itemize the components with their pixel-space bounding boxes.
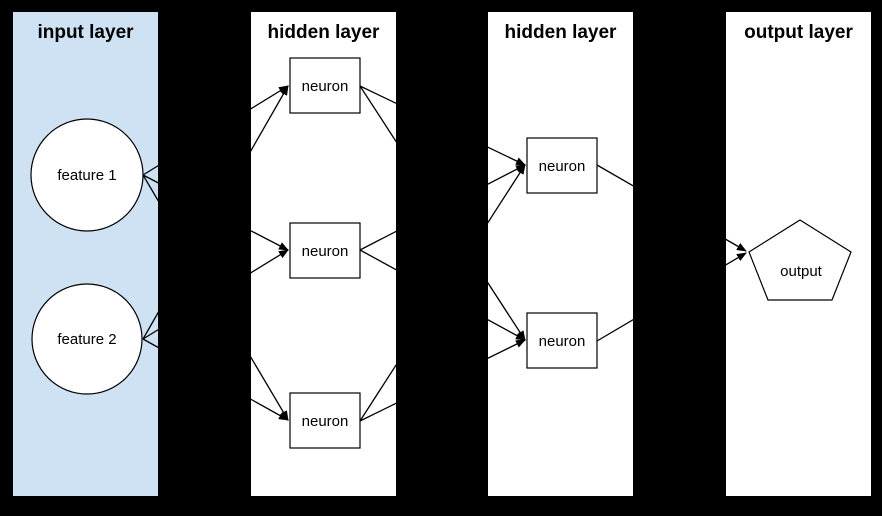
node-label-h1-neuron-2: neuron [302,243,349,260]
edge-feature-1-to-h1-neuron-1 [142,85,289,176]
node-feature-1 [30,118,144,232]
edge-feature-1-to-h1-neuron-3 [142,174,289,421]
edge-h2-neuron-1-to-output [596,164,747,252]
output-layer-title: output layer [744,22,853,43]
edge-h1-neuron-3-to-h2-neuron-1 [359,164,526,422]
edge-h1-neuron-2-to-h2-neuron-2 [359,249,526,341]
edge-h2-neuron-2-to-output [596,252,747,342]
input-layer-title: input layer [37,22,134,43]
edge-feature-2-to-h1-neuron-1 [142,85,289,340]
edge-h1-neuron-2-to-h2-neuron-1 [359,164,526,251]
node-label-h1-neuron-3: neuron [302,413,349,430]
hidden-layer-2-panel [488,12,633,496]
edge-feature-2-to-h1-neuron-3 [142,338,289,421]
node-h2-neuron-2 [526,312,598,369]
node-h2-neuron-1 [526,137,598,194]
hidden-layer-2-title: hidden layer [505,22,618,43]
node-label-h1-neuron-1: neuron [302,78,349,95]
node-feature-2 [31,283,143,395]
hidden-layer-1-title: hidden layer [268,22,381,43]
edge-feature-2-to-h1-neuron-2 [142,249,289,340]
node-label-output: output [780,263,823,280]
edge-h1-neuron-1-to-h2-neuron-1 [359,85,526,166]
edge-h1-neuron-3-to-h2-neuron-2 [359,339,526,422]
node-label-feature-2: feature 2 [57,331,116,348]
node-output [748,219,852,301]
node-label-feature-1: feature 1 [57,167,116,184]
node-h1-neuron-1 [289,57,361,114]
node-h1-neuron-3 [289,392,361,449]
input-layer-panel [13,12,158,496]
edge-h1-neuron-1-to-h2-neuron-2 [359,85,526,341]
node-h1-neuron-2 [289,222,361,279]
node-label-h2-neuron-1: neuron [539,158,586,175]
node-label-h2-neuron-2: neuron [539,333,586,350]
